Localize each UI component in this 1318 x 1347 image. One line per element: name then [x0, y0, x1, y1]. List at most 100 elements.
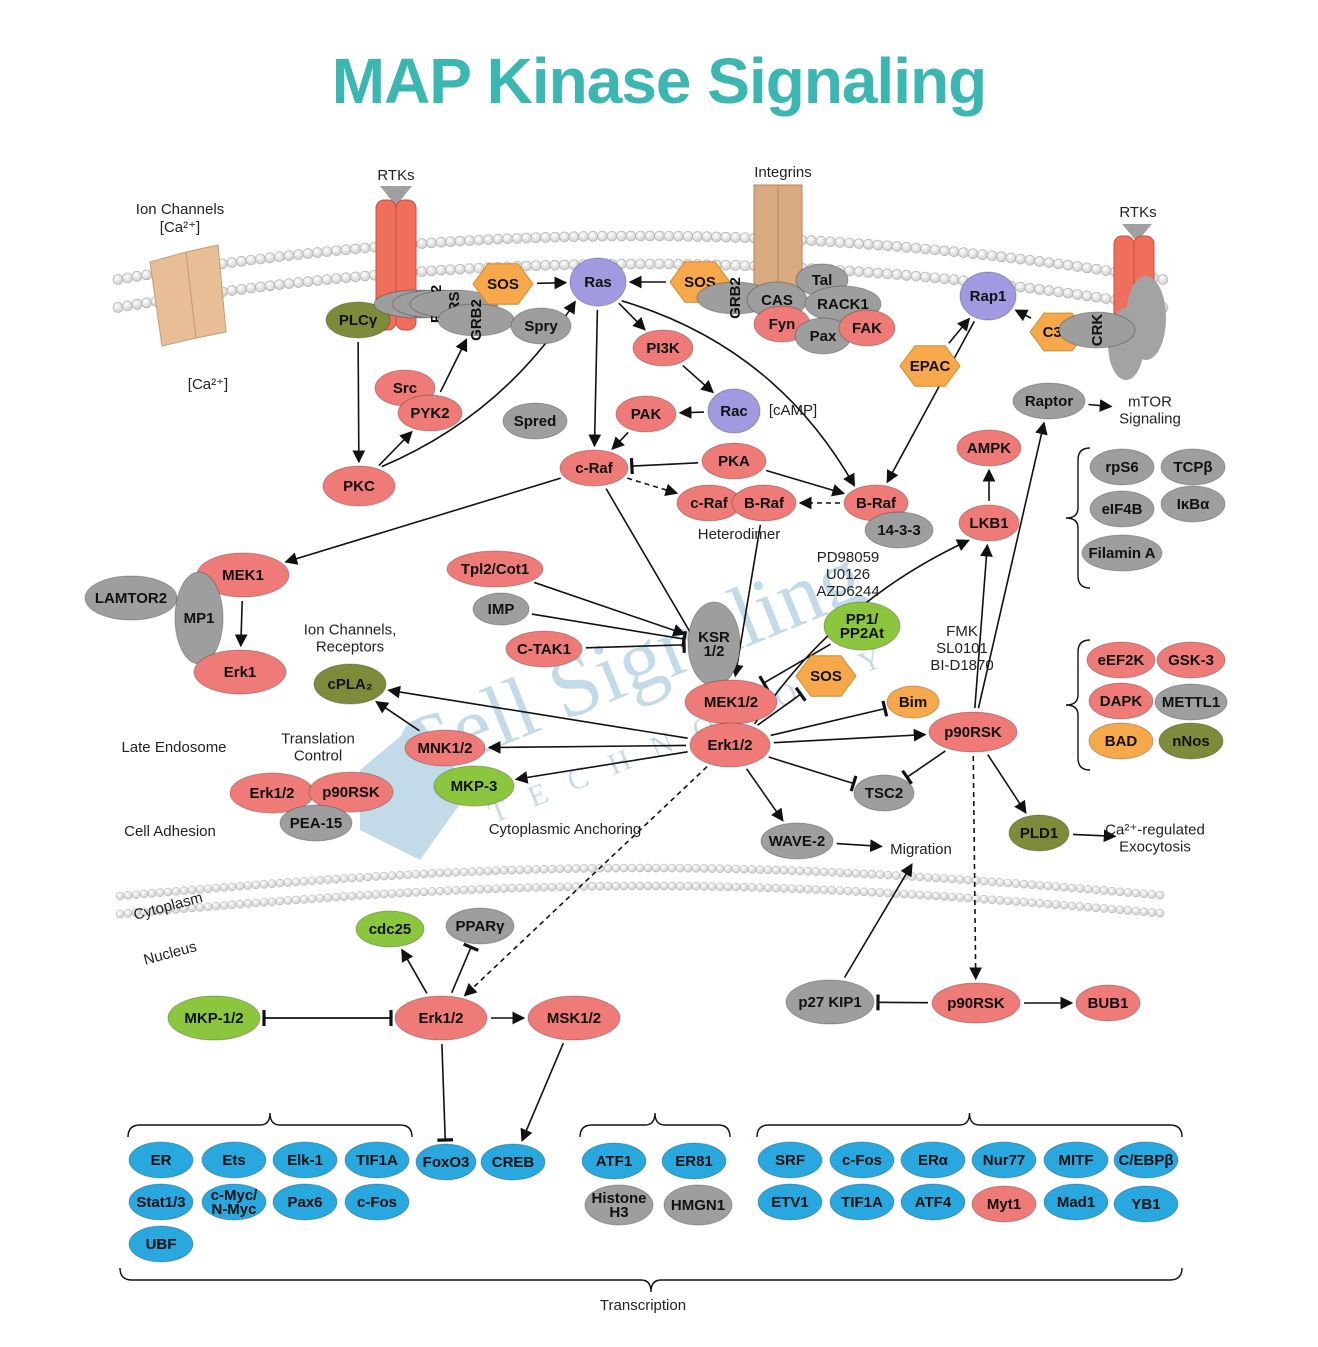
- node-elk1-shape: [272, 1141, 338, 1179]
- node-erk12c: Erk1/2: [394, 995, 488, 1041]
- node-bim-shape: [886, 685, 940, 719]
- node-cfos2: c-Fos: [829, 1141, 895, 1179]
- node-sos1-shape: [472, 263, 534, 305]
- node-mitf-shape: [1043, 1141, 1109, 1179]
- edge-erk12c-cdc25: [401, 948, 428, 994]
- node-erk12a-label: Erk1/2: [707, 737, 752, 754]
- node-rap1-shape: [959, 271, 1017, 321]
- edge-p90rsk1-tsc2: [901, 750, 946, 785]
- node-foxo3-shape: [415, 1143, 477, 1181]
- node-craf: c-Raf: [559, 449, 629, 487]
- node-pyk2: PYK2: [397, 394, 463, 432]
- node-erk12b-label: Erk1/2: [249, 785, 294, 802]
- node-lkb1: LKB1: [958, 504, 1020, 542]
- node-pax: Pax: [794, 317, 852, 355]
- edge-erk12a-mkp3: [514, 750, 688, 784]
- node-myt1: Myt1: [971, 1185, 1037, 1223]
- node-eef2k: eEF2K: [1086, 641, 1156, 679]
- node-p90rsk1: p90RSK: [928, 711, 1018, 753]
- node-pak-label: PAK: [631, 406, 662, 423]
- node-lamtor2-label: LAMTOR2: [95, 590, 167, 607]
- brace-transcription: [119, 1267, 1183, 1293]
- edge-rac-pak: [678, 406, 705, 419]
- node-etv1-shape: [757, 1183, 823, 1221]
- node-pak: PAK: [615, 395, 677, 433]
- node-ctak1-shape: [505, 630, 583, 668]
- edge-erk12a-tsc2: [768, 756, 858, 792]
- node-p90rsk3-label: p90RSK: [947, 995, 1005, 1012]
- node-fak: FAK: [838, 309, 896, 347]
- edge-pld1-caexo: [1072, 829, 1117, 843]
- node-rap1: Rap1: [959, 271, 1017, 321]
- node-ubf-label: UBF: [146, 1236, 177, 1253]
- edge-ras-pi3k: [618, 302, 646, 331]
- label-integrins: Integrins: [754, 164, 812, 181]
- node-mnk12-shape: [404, 729, 486, 767]
- node-cdc25-shape: [355, 910, 425, 948]
- edge-sos1-ras: [536, 276, 568, 290]
- node-foxo3: FoxO3: [415, 1143, 477, 1181]
- node-filamin: Filamin A: [1081, 534, 1163, 572]
- label-migration: Migration: [890, 841, 952, 858]
- node-tcpb: TCPβ: [1160, 448, 1226, 486]
- node-mp1-label: MP1: [184, 610, 215, 627]
- node-ctak1-label: C-TAK1: [517, 641, 571, 658]
- node-p90rsk1-shape: [928, 711, 1018, 753]
- node-elk1: Elk-1: [272, 1141, 338, 1179]
- node-lamtor2: LAMTOR2: [84, 575, 178, 621]
- node-ras-label: Ras: [584, 274, 612, 291]
- node-ikba: IκBα: [1160, 485, 1226, 523]
- node-epac: EPAC: [899, 345, 961, 387]
- node-pak-shape: [615, 395, 677, 433]
- node-pkc-shape: [322, 465, 396, 507]
- node-spry-shape: [510, 307, 572, 345]
- node-ikba-shape: [1160, 485, 1226, 523]
- node-pld1-shape: [1008, 814, 1070, 852]
- node-er81-label: ER81: [675, 1153, 713, 1170]
- nuclear-membrane: [115, 863, 1165, 919]
- node-erk12b: Erk1/2: [229, 772, 315, 814]
- label-hetero: Heterodimer: [698, 526, 781, 543]
- node-pea15-label: PEA-15: [290, 815, 343, 832]
- node-pax6-label: Pax6: [287, 1194, 322, 1211]
- node-cpla2-label: cPLA₂: [327, 676, 372, 693]
- node-epac-shape: [899, 345, 961, 387]
- node-atf4-shape: [900, 1183, 966, 1221]
- node-bub1-label: BUB1: [1088, 995, 1129, 1012]
- node-era: ERα: [900, 1141, 966, 1179]
- node-tsc2-label: TSC2: [865, 785, 903, 802]
- node-msk12: MSK1/2: [527, 995, 621, 1041]
- node-p27-label: p27 KIP1: [798, 994, 861, 1011]
- integrin-receptor: [753, 184, 803, 298]
- node-pld1-label: PLD1: [1020, 825, 1058, 842]
- label-rtks2: RTKs: [1119, 204, 1156, 221]
- node-tsc2: TSC2: [853, 774, 915, 812]
- braces: [119, 447, 1183, 1293]
- node-dapk: DAPK: [1088, 682, 1154, 720]
- edge-craf-craf2: [627, 477, 679, 497]
- edge-wave2-migration: [836, 839, 883, 853]
- node-p90rsk2: p90RSK: [308, 771, 394, 813]
- node-imp: IMP: [472, 592, 530, 626]
- node-pax6-shape: [272, 1183, 338, 1221]
- node-mkp12-shape: [167, 995, 261, 1041]
- edge-pak-craf: [611, 431, 629, 451]
- node-tif1a2-label: TIF1A: [841, 1194, 883, 1211]
- node-srf: SRF: [757, 1141, 823, 1179]
- node-erk1-label: Erk1: [224, 664, 257, 681]
- node-cmyc-shape: [201, 1183, 267, 1221]
- node-erk1: Erk1: [193, 649, 287, 695]
- node-pi3k: PI3K: [632, 329, 694, 367]
- node-p90rsk2-shape: [308, 771, 394, 813]
- node-pka-shape: [701, 442, 767, 480]
- node-erk12c-shape: [394, 995, 488, 1041]
- node-ubf: UBF: [128, 1225, 194, 1263]
- node-grb2b-label: GRB2: [727, 277, 744, 319]
- node-plcg-label: PLCγ: [339, 312, 378, 329]
- node-creb-shape: [480, 1143, 546, 1181]
